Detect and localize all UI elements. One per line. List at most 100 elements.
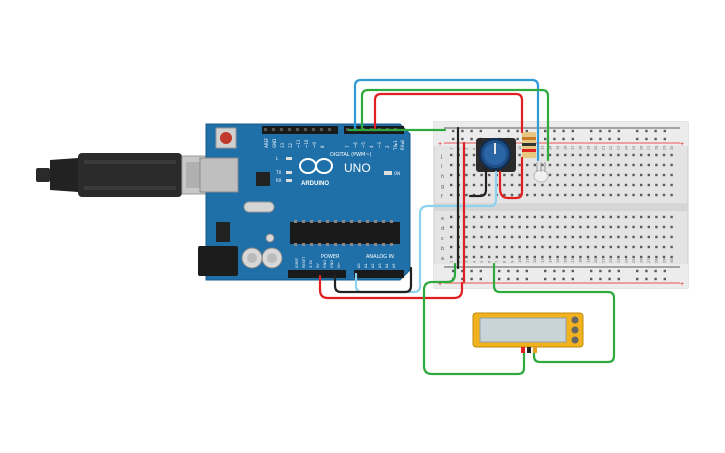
breadboard-hole (640, 245, 643, 249)
rail-hole (544, 269, 547, 273)
arduino-uno-board[interactable]: AREF GND 13 12 ~11 ~10 ~9 8 7 ~6 ~5 4 ~3… (198, 123, 411, 281)
breadboard-hole (548, 245, 552, 249)
breadboard-hole (571, 215, 574, 219)
breadboard-hole (480, 173, 483, 177)
column-number: 15 (556, 259, 560, 263)
bottom-power-rail[interactable] (434, 264, 688, 288)
breadboard-hole (571, 193, 574, 197)
breadboard-hole (586, 255, 590, 259)
wire-black-gnd (333, 266, 413, 294)
breadboard-hole (503, 183, 506, 187)
digital-header-left[interactable] (262, 126, 338, 134)
breadboard-hole (617, 163, 620, 167)
breadboard-hole (465, 245, 468, 249)
svg-text:d: d (441, 226, 444, 232)
breadboard-hole (670, 225, 673, 229)
breadboard-hole (594, 245, 597, 249)
svg-text:e: e (441, 216, 444, 222)
breadboard-hole (670, 193, 673, 197)
lcd-display[interactable] (472, 312, 584, 353)
breadboard-hole (488, 173, 491, 177)
column-number: 26 (640, 259, 644, 263)
analog-header[interactable] (354, 270, 404, 278)
rail-hole (470, 137, 473, 141)
breadboard-hole (548, 235, 552, 239)
rail-hole (645, 269, 648, 273)
rail-hole (479, 277, 482, 281)
breadboard-hole (465, 163, 468, 167)
breadboard[interactable]: - + + + + j i h g f e d c b a 1234567891… (433, 121, 689, 289)
rail-hole (590, 277, 593, 281)
breadboard-hole (548, 173, 552, 177)
breadboard-hole (564, 153, 567, 157)
breadboard-hole (450, 225, 453, 229)
top-power-rail[interactable] (434, 122, 688, 146)
breadboard-hole (564, 173, 567, 177)
wires[interactable] (318, 78, 616, 376)
breadboard-hole (602, 225, 605, 229)
breadboard-hole (640, 255, 643, 259)
rail-hole (544, 129, 547, 133)
breadboard-hole (655, 235, 658, 239)
rgb-led[interactable] (533, 162, 549, 183)
breadboard-hole (670, 255, 673, 259)
breadboard-hole (647, 225, 650, 229)
svg-text:ARDUINO: ARDUINO (301, 181, 329, 187)
breadboard-hole (556, 255, 559, 259)
potentiometer[interactable] (476, 138, 516, 172)
breadboard-hole (548, 163, 552, 167)
atmega-chip (290, 222, 400, 244)
breadboard-hole (495, 245, 498, 249)
power-header-label: POWER (321, 254, 340, 260)
rail-hole (645, 277, 648, 281)
breadboard-hole (472, 183, 476, 187)
column-number: 13 (541, 146, 545, 150)
breadboard-hole (465, 255, 468, 259)
breadboard-hole (586, 225, 590, 229)
breadboard-hole (518, 173, 521, 177)
rail-hole (507, 277, 510, 281)
breadboard-holes[interactable] (450, 129, 673, 281)
wire-green-lcd-signal (492, 262, 616, 364)
svg-text:RX◂0: RX◂0 (400, 139, 405, 150)
column-number: 20 (594, 259, 598, 263)
rail-hole (525, 129, 528, 133)
breadboard-hole (571, 225, 574, 229)
svg-text:RESET: RESET (302, 256, 306, 268)
column-number: 10 (518, 259, 522, 263)
breadboard-hole (564, 193, 567, 197)
reset-button[interactable] (215, 127, 237, 149)
column-number: 7 (495, 261, 499, 263)
breadboard-hole (533, 255, 536, 259)
breadboard-hole (632, 255, 635, 259)
rail-hole (617, 129, 620, 133)
svg-text:j: j (440, 154, 442, 160)
breadboard-hole (624, 193, 628, 197)
rail-hole (636, 137, 639, 141)
lcd-pin-1[interactable] (571, 316, 579, 324)
power-header[interactable] (288, 270, 346, 278)
breadboard-hole (602, 193, 605, 197)
breadboard-hole (518, 225, 521, 229)
column-number: 1 (450, 148, 454, 150)
breadboard-hole (571, 245, 574, 249)
breadboard-hole (510, 215, 514, 219)
breadboard-hole (609, 163, 612, 167)
lcd-pin-3[interactable] (571, 336, 579, 344)
breadboard-hole (556, 153, 559, 157)
svg-text:f: f (441, 194, 443, 200)
rail-hole (599, 129, 602, 133)
svg-text:AREF: AREF (264, 137, 269, 148)
breadboard-hole (495, 255, 498, 259)
svg-text:Vin: Vin (337, 262, 341, 268)
column-number: 21 (602, 259, 606, 263)
breadboard-hole (586, 183, 590, 187)
rail-hole (498, 277, 501, 281)
svg-text:4: 4 (369, 145, 374, 148)
resistor[interactable] (522, 132, 536, 158)
column-number: 26 (640, 146, 644, 150)
breadboard-hole (602, 183, 605, 187)
lcd-pin-2[interactable] (571, 326, 579, 334)
rail-hole (654, 277, 657, 281)
breadboard-hole (640, 225, 643, 229)
